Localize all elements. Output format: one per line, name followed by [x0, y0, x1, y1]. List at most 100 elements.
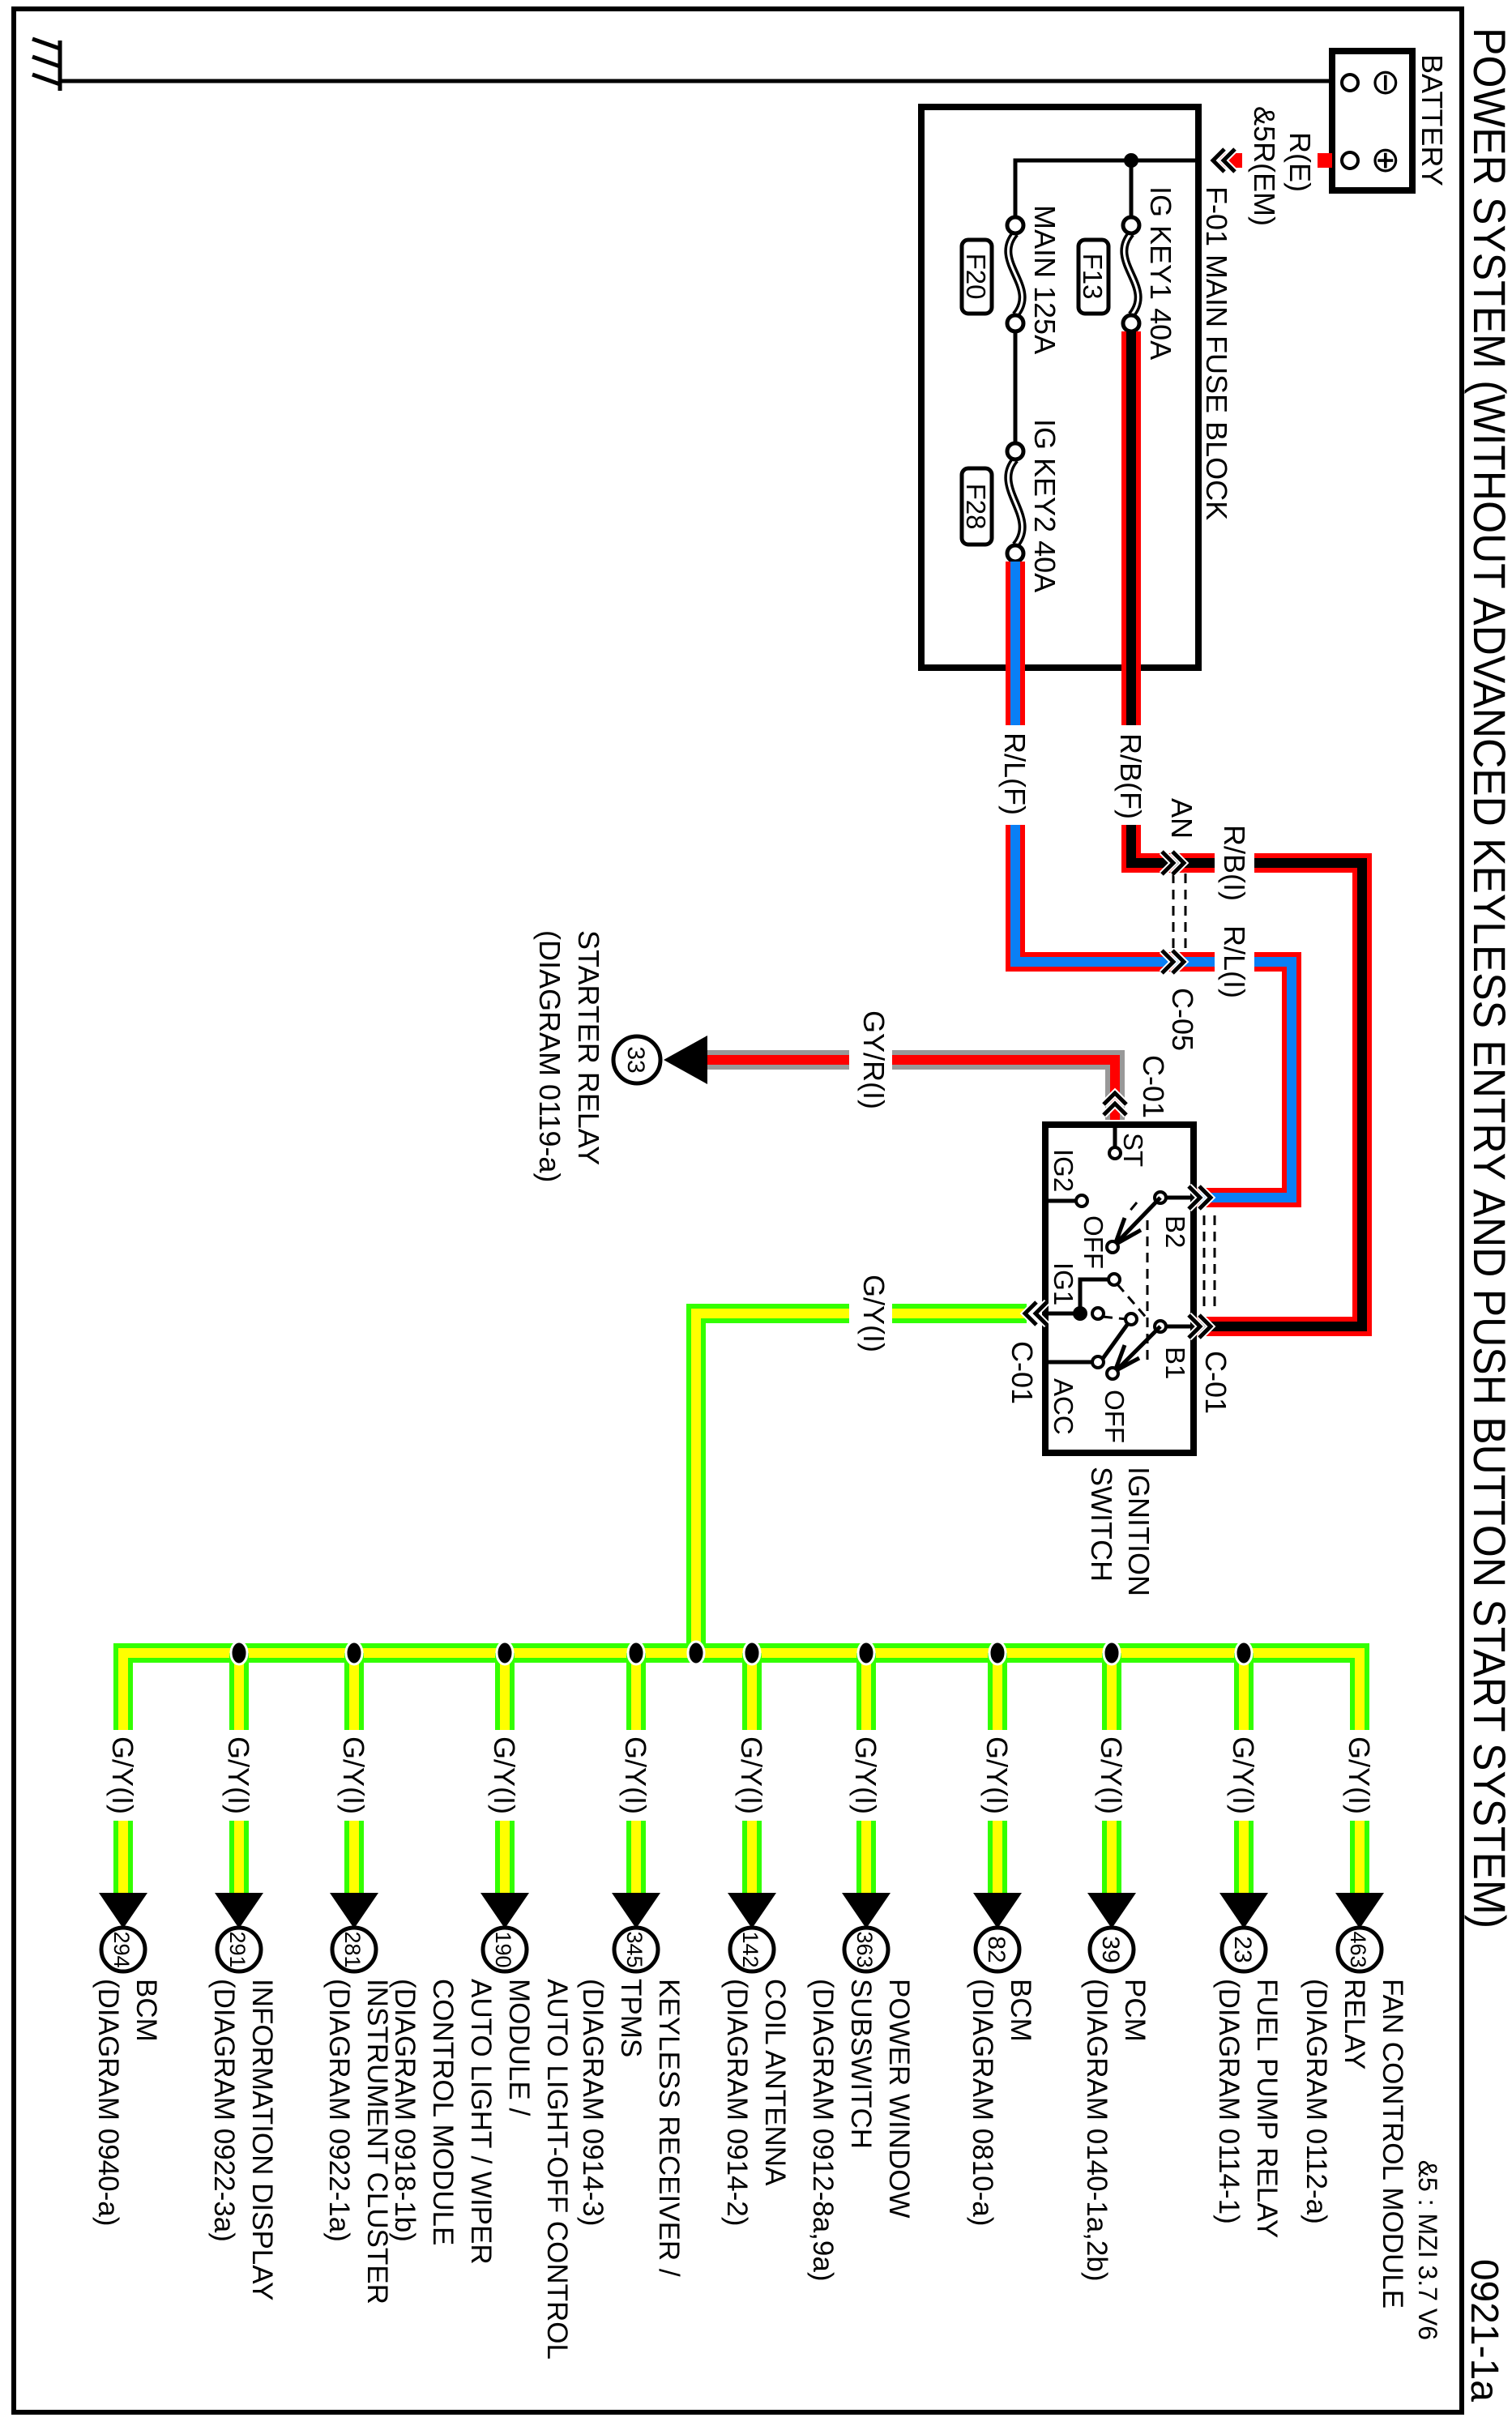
component-label: (DIAGRAM 0918-1b) [389, 1979, 421, 2242]
connector-chevron-icon [1100, 1087, 1130, 1118]
fuse-id-badge: F20 [959, 237, 994, 316]
arrow-icon [973, 1893, 1022, 1928]
diagram-ref-190[interactable]: 190 [481, 1925, 529, 1974]
splice-dot [626, 1640, 646, 1666]
arrow-icon [664, 1036, 707, 1084]
wire-label: R/B(F) [1114, 733, 1147, 819]
bus-g-y [113, 1643, 1369, 1730]
wire-g-y-feed [686, 1304, 1027, 1653]
component-label: (DIAGRAM 0140-1a,2b) [1081, 1979, 1113, 2281]
diagram-ref-294[interactable]: 294 [99, 1925, 147, 1974]
diagram-ref-39[interactable]: 39 [1087, 1925, 1136, 1974]
svg-text:F20: F20 [961, 254, 991, 300]
wire-r-l [1006, 562, 1301, 1207]
wire-label: G/Y(I) [980, 1736, 1014, 1814]
connector-label: C-01 [1199, 1351, 1232, 1414]
fuse-id-badge: F28 [959, 466, 994, 547]
wire-label: GY/R(I) [857, 1010, 891, 1109]
component-label: PCM [1119, 1979, 1151, 2042]
component-label: POWER WINDOW [883, 1979, 915, 2219]
diagram-ref-345[interactable]: 345 [612, 1925, 660, 1974]
splice-dot [229, 1640, 249, 1666]
component-label: RELAY [1339, 1979, 1370, 2069]
splice-dot [1102, 1640, 1121, 1666]
component-label: INSTRUMENT CLUSTER [361, 1979, 393, 2304]
ignition-switch-label: SWITCH [1085, 1467, 1118, 1582]
component-label: BCM [1005, 1979, 1036, 2042]
arrow-icon [842, 1893, 891, 1928]
starter-relay-label: STARTER RELAY [572, 930, 605, 1165]
connector-label: C-01 [1137, 1055, 1170, 1118]
diagram-ref-82[interactable]: 82 [973, 1925, 1022, 1974]
diagram-ref-281[interactable]: 281 [330, 1925, 378, 1974]
wire-label: G/Y(I) [857, 1275, 891, 1352]
terminal-label-b2: B2 [1160, 1215, 1190, 1248]
connector-label: C-01 [1006, 1341, 1039, 1404]
svg-text:363: 363 [852, 1931, 877, 1967]
arrow-icon [1219, 1893, 1268, 1928]
connector-chevron-icon [1207, 146, 1238, 175]
diagram-ref-463[interactable]: 463 [1335, 1925, 1384, 1974]
diagram-ref-291[interactable]: 291 [215, 1925, 263, 1974]
svg-text:281: 281 [340, 1931, 365, 1967]
junction-dot [1124, 153, 1138, 168]
fuse-name: IG KEY1 40A [1144, 186, 1177, 360]
svg-text:294: 294 [109, 1931, 134, 1967]
diagram-ref-142[interactable]: 142 [728, 1925, 776, 1974]
component-label: AUTO LIGHT-OFF CONTROL [541, 1979, 573, 2360]
wire-label: R/B(I) [1218, 825, 1251, 901]
fuse-icon [1120, 215, 1143, 334]
fuse-block-label: F-01 MAIN FUSE BLOCK [1200, 186, 1233, 520]
battery-minus-terminal [1340, 73, 1360, 92]
wire-label: G/Y(I) [488, 1736, 521, 1814]
svg-text:82: 82 [983, 1936, 1010, 1963]
wire-label: G/Y(I) [222, 1736, 255, 1814]
component-label: (DIAGRAM 0114-1) [1213, 1979, 1245, 2224]
terminal-label-off: OFF [1078, 1215, 1108, 1269]
battery-label: BATTERY [1416, 54, 1449, 186]
wire-label: R/L(I) [1218, 925, 1251, 998]
splice-dot [344, 1640, 364, 1666]
wire-label: G/Y(I) [106, 1736, 139, 1814]
splice-dot [495, 1640, 515, 1666]
component-label: SUBSWITCH [845, 1979, 877, 2149]
svg-text:142: 142 [738, 1931, 762, 1967]
splice-dot [1234, 1640, 1254, 1666]
svg-text:39: 39 [1097, 1936, 1124, 1963]
component-label: FUEL PUMP RELAY [1251, 1979, 1283, 2238]
ignition-switch [1042, 1121, 1197, 1456]
diagram-ref-23[interactable]: 23 [1219, 1925, 1268, 1974]
wire-label: G/Y(I) [735, 1736, 768, 1814]
diagram-ref-363[interactable]: 363 [842, 1925, 891, 1974]
fuse-name: MAIN 125A [1028, 205, 1061, 354]
diagram-ref-33[interactable]: 33 [611, 1034, 663, 1086]
connector-chevron-icon [1019, 1299, 1050, 1328]
svg-text:F28: F28 [961, 484, 991, 530]
component-label: MODULE / [503, 1979, 535, 2116]
component-label: CONTROL MODULE [427, 1979, 459, 2245]
svg-text:463: 463 [1346, 1931, 1370, 1967]
component-label: TPMS [615, 1979, 647, 2057]
terminal-label-ig2: IG2 [1049, 1149, 1078, 1192]
component-label: (DIAGRAM 0940-a) [92, 1979, 124, 2226]
minus-icon: ⊖ [1366, 68, 1406, 98]
page-border [11, 6, 1464, 2415]
connector-chevron-icon [1159, 848, 1190, 878]
wire-label: G/Y(I) [1095, 1736, 1128, 1814]
component-label: (DIAGRAM 0112-a) [1301, 1979, 1332, 2224]
connector-chevron-icon [1185, 1183, 1216, 1212]
component-label: (DIAGRAM 0922-1a) [323, 1979, 355, 2242]
page-code: 0921-1a [1463, 2259, 1506, 2402]
battery-plus-terminal [1340, 151, 1360, 170]
wire-label: G/Y(I) [849, 1736, 882, 1814]
splice-dot [686, 1640, 706, 1666]
arrow-icon [99, 1893, 147, 1928]
